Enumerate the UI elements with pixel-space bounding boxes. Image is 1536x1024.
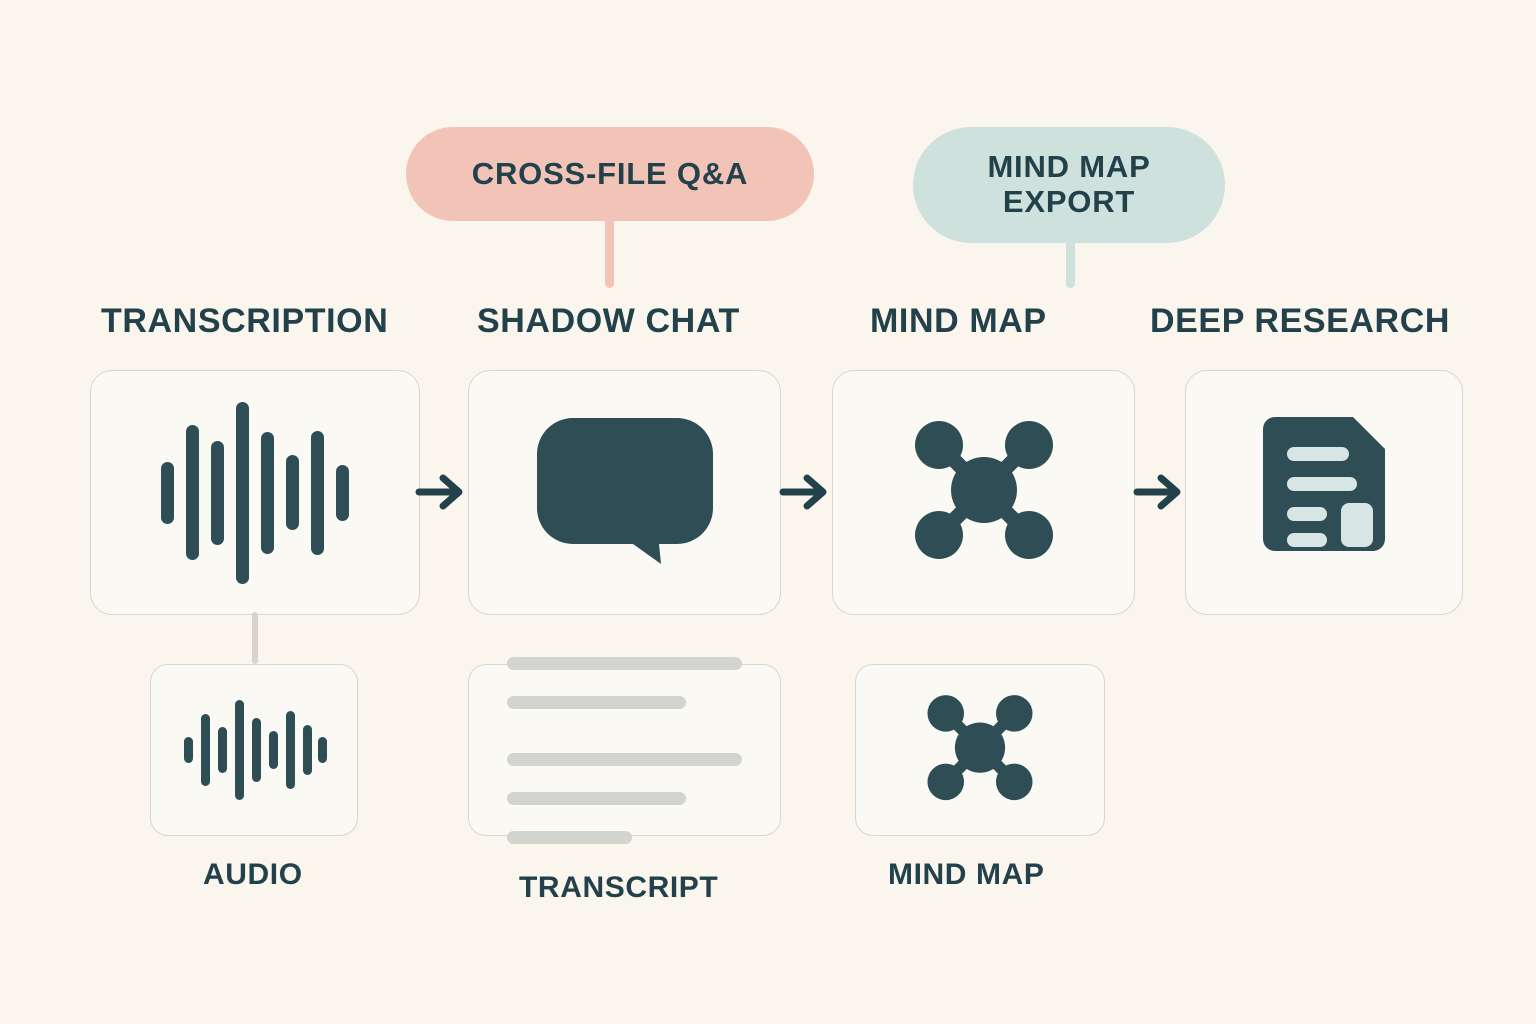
arrow-right-icon-3 <box>1133 469 1191 515</box>
audio-waveform-icon-small <box>180 695 328 805</box>
callout-label-mind-map-export: MIND MAP EXPORT <box>987 149 1151 219</box>
artifact-caption-audio: AUDIO <box>203 858 303 891</box>
text-lines-icon <box>469 656 780 844</box>
text-line-2 <box>507 695 686 709</box>
text-line-3 <box>507 752 742 766</box>
callout-badge-cross-file-qa[interactable]: CROSS-FILE Q&A <box>406 127 814 221</box>
callout-label-line2: EXPORT <box>1002 184 1136 219</box>
connector-transcription-to-audio <box>252 612 258 664</box>
artifact-caption-mind-map: MIND MAP <box>888 858 1045 891</box>
speech-bubble-icon <box>535 410 715 575</box>
stage-title-transcription: TRANSCRIPTION <box>101 302 389 340</box>
arrow-right-icon-2 <box>779 469 837 515</box>
callout-label-line1: MIND MAP <box>987 149 1151 185</box>
text-line-5 <box>507 830 632 844</box>
document-icon <box>1249 415 1399 570</box>
artifact-card-transcript[interactable] <box>468 656 781 844</box>
artifact-card-audio[interactable] <box>150 664 358 836</box>
text-line-4 <box>507 791 686 805</box>
mind-map-node-icon <box>899 413 1069 573</box>
stage-title-shadow-chat: SHADOW CHAT <box>477 302 740 340</box>
artifact-card-mind-map[interactable] <box>855 664 1105 836</box>
callout-stem-mind-map-export <box>1066 238 1075 288</box>
stage-card-deep-research[interactable] <box>1185 370 1463 615</box>
mind-map-node-icon-small <box>915 689 1045 812</box>
stage-card-shadow-chat[interactable] <box>468 370 781 615</box>
arrow-right-icon-1 <box>415 469 473 515</box>
stage-card-transcription[interactable] <box>90 370 420 615</box>
audio-waveform-icon <box>155 398 355 588</box>
callout-badge-mind-map-export[interactable]: MIND MAP EXPORT <box>913 127 1225 243</box>
stage-card-mind-map[interactable] <box>832 370 1135 615</box>
artifact-caption-transcript: TRANSCRIPT <box>519 871 719 904</box>
callout-stem-cross-file-qa <box>605 214 614 288</box>
stage-title-mind-map: MIND MAP <box>870 302 1047 340</box>
stage-title-deep-research: DEEP RESEARCH <box>1150 302 1451 340</box>
text-line-1 <box>507 656 742 670</box>
callout-label-cross-file-qa: CROSS-FILE Q&A <box>471 155 749 191</box>
